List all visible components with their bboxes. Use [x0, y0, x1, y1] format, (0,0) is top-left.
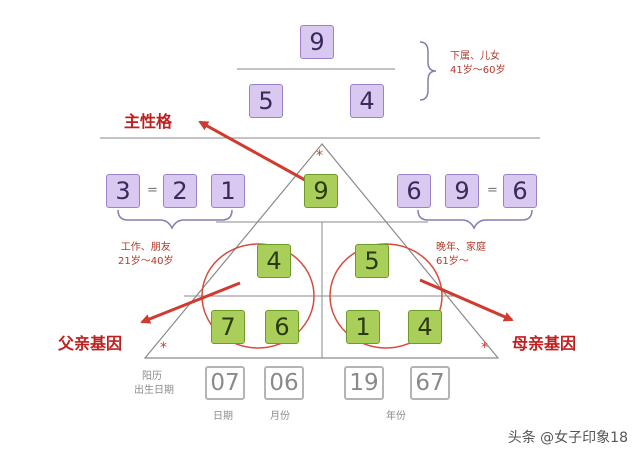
- star-apex: *: [316, 148, 323, 164]
- left-brace: [117, 209, 233, 230]
- bottom-box-1: 7: [211, 310, 245, 344]
- caption-day: 日期: [213, 411, 233, 422]
- father-gene-label: 父亲基因: [58, 334, 123, 353]
- mother-gene-label: 母亲基因: [512, 334, 577, 353]
- arrow-main-personality: [198, 120, 306, 182]
- arrow-mother: [419, 278, 514, 322]
- top-left-box: 5: [249, 84, 283, 118]
- bottom-box-2: 6: [265, 310, 299, 344]
- birth-month-box: 06: [264, 366, 304, 400]
- left-chain-box-2: 2: [163, 174, 197, 208]
- caption-month: 月份: [270, 411, 290, 422]
- star-left: *: [160, 340, 167, 356]
- bottom-box-4: 4: [408, 310, 442, 344]
- top-note: 下属、儿女 41岁～60岁: [450, 51, 506, 76]
- inner-right-top-box: 5: [355, 244, 389, 278]
- birth-day-box: 07: [205, 366, 245, 400]
- right-note: 晚年、家庭 61岁～: [436, 242, 486, 267]
- top-right-box: 4: [350, 84, 384, 118]
- arrow-father: [140, 281, 241, 324]
- birth-title: 阳历 出生日期: [134, 371, 174, 396]
- right-chain-box-3: 6: [503, 174, 537, 208]
- left-chain-box-3: 1: [211, 174, 245, 208]
- watermark-text: 头条 @女子印象18: [507, 430, 628, 446]
- right-chain-equals: =: [487, 183, 498, 198]
- left-chain-box-1: 3: [106, 174, 140, 208]
- main-personality-label: 主性格: [124, 112, 173, 131]
- birth-year-high-box: 19: [344, 366, 384, 400]
- star-right: *: [481, 340, 488, 356]
- birth-year-low-box: 67: [410, 366, 450, 400]
- right-brace: [417, 209, 533, 230]
- right-chain-box-2: 9: [445, 174, 479, 208]
- top-brace: [419, 41, 437, 101]
- bottom-box-3: 1: [346, 310, 380, 344]
- top-apex-box: 9: [300, 25, 334, 59]
- caption-year: 年份: [386, 411, 406, 422]
- main-apex-box: 9: [304, 174, 338, 208]
- left-note: 工作、朋友 21岁～40岁: [118, 242, 174, 267]
- inner-left-top-box: 4: [257, 244, 291, 278]
- right-chain-box-1: 6: [397, 174, 431, 208]
- left-chain-equals: =: [147, 183, 158, 198]
